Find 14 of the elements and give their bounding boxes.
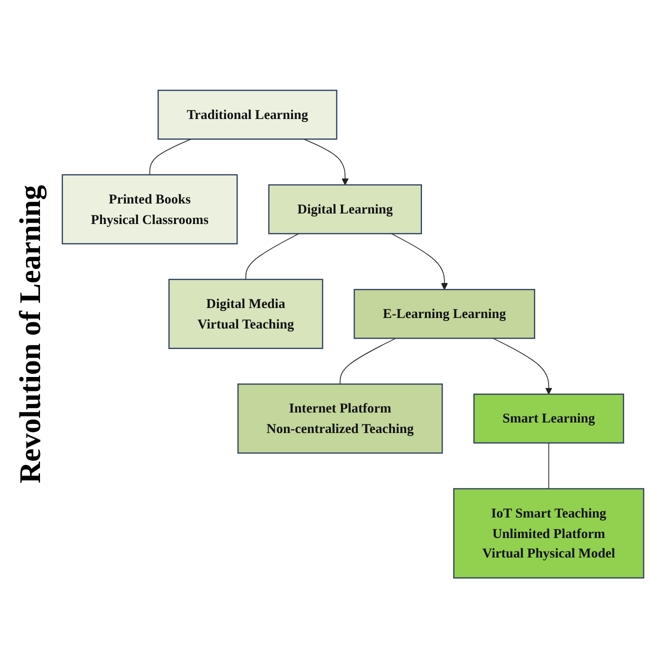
node-box: Traditional Learning	[158, 90, 338, 140]
connector	[149, 139, 192, 176]
node-box: IoT Smart Teaching Unlimited Platform Virtual Physical Model	[453, 488, 644, 579]
node-box: Smart Learning	[473, 394, 624, 444]
node-box: Internet Platform Non-centralized Teaching	[237, 384, 443, 454]
arrow	[303, 139, 349, 186]
node-box: E-Learning Learning	[354, 289, 536, 340]
node-box: Digital Learning	[268, 184, 422, 235]
diagram-title: Revolution of Learning	[14, 185, 48, 484]
connector	[548, 442, 550, 490]
node-box: Digital Media Virtual Teaching	[168, 279, 324, 350]
arrow	[492, 338, 552, 395]
connector	[340, 338, 396, 385]
node-box: Printed Books Physical Classrooms	[62, 174, 238, 245]
